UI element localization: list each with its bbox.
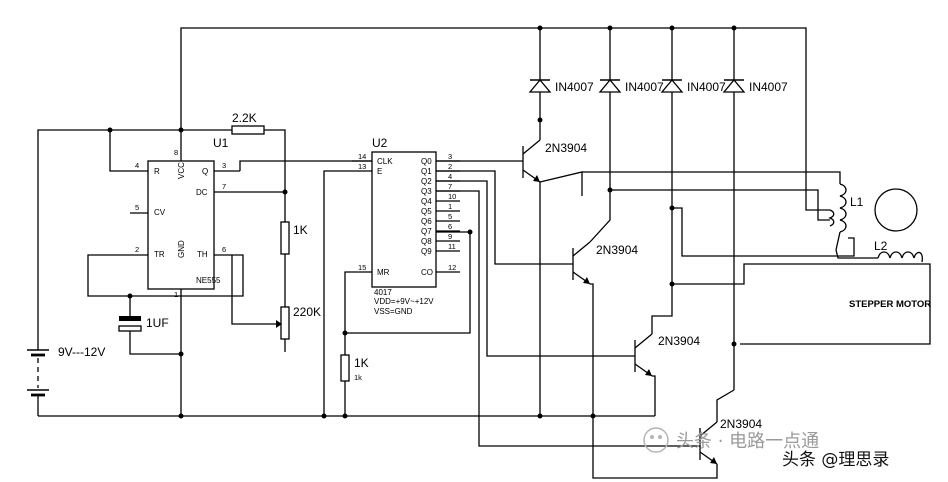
u2-left-pin-num: 13 (358, 162, 366, 171)
u1-num-2: 2 (135, 245, 139, 254)
u1-pin-r: R (154, 167, 160, 176)
u2-supply-vss: VSS=GND (374, 307, 413, 316)
diode-1: IN4007 (528, 28, 594, 120)
transistor-q2-label: 2N3904 (596, 243, 638, 257)
u2-left-pin-num: 15 (358, 263, 366, 272)
u2-left-pin-num: 14 (358, 152, 366, 161)
u2-right-pin-num: 2 (448, 162, 452, 171)
transistor-q3-label: 2N3904 (658, 334, 700, 348)
u1-pin-dc: DC (196, 188, 208, 197)
ne555-chip: U1 NE555 R Q DC CV TR TH VCC GND 4 8 3 7… (130, 136, 240, 416)
u2-right-pin-num: 12 (448, 263, 456, 272)
u2-right-pin-num: 11 (448, 242, 456, 251)
stepper-motor: L1 L2 STEPPER MOTOR (828, 183, 931, 310)
potentiometer-label: 220K (293, 305, 321, 319)
u2-right-pin-name: Q2 (421, 177, 432, 186)
u2-right-pin-num: 9 (448, 232, 452, 241)
reset-wire (107, 127, 181, 172)
reset-resistor: 1K 1k (340, 232, 471, 416)
wechat-logo-icon (643, 427, 669, 453)
u1-pin-th: TH (197, 250, 208, 259)
diode-2: IN4007 (598, 28, 664, 190)
u2-left-pin-name: E (377, 167, 382, 176)
potentiometer-220k: 220K (231, 255, 321, 352)
u2-supply-vdd: VDD=+9V~+12V (374, 297, 434, 306)
u1-ref: U1 (213, 136, 229, 150)
u2-part: 4017 (374, 288, 392, 297)
resistor-2k2-label: 2.2K (232, 111, 257, 125)
cd4017-chip: U2 4017 VDD=+9V~+12V VSS=GND 14CLK13E15M… (352, 136, 460, 316)
u1-pin-vcc: VCC (177, 162, 186, 179)
top-power-rail (178, 25, 830, 211)
watermark-front-text: 头条 @理思录 (782, 450, 889, 470)
diode-4-label: IN4007 (749, 80, 788, 94)
resistor-1k-timing: 1K (280, 221, 308, 307)
battery-label: 9V---12V (58, 345, 105, 359)
u2-right-pin-name: Q4 (421, 197, 432, 206)
coil-l1-label: L1 (850, 195, 864, 209)
u2-right-pin-num: 7 (448, 182, 452, 191)
u2-right-pin-name: Q3 (421, 187, 432, 196)
reset-resistor-sublabel: 1k (354, 373, 362, 382)
stepper-motor-label: STEPPER MOTOR (849, 299, 931, 310)
u2-right-pin-num: 3 (448, 152, 452, 161)
watermark-faded-text: 头条 · 电路一点通 (676, 431, 819, 452)
u1-num-3: 3 (222, 161, 226, 170)
diode-4: IN4007 (722, 28, 788, 390)
q1-drive-wire (436, 170, 573, 265)
transistor-q1: 2N3904 (522, 117, 587, 196)
transistor-q4-label: 2N3904 (720, 417, 762, 431)
resistor-1k-label: 1K (293, 223, 308, 237)
u1-num-8: 8 (174, 148, 178, 157)
transistor-q4: 2N3904 (592, 389, 762, 479)
u1-part: NE555 (196, 276, 221, 285)
u2-right-pin-name: Q8 (421, 237, 432, 246)
u1-pin-gnd: GND (177, 240, 186, 258)
clock-wire (239, 160, 372, 171)
u1-pin-cv: CV (154, 208, 166, 217)
diode-2-label: IN4007 (625, 80, 664, 94)
u1-num-7: 7 (222, 182, 226, 191)
q3-drive-wire (436, 190, 700, 447)
u2-right-pin-name: Q0 (421, 157, 432, 166)
u1-num-6: 6 (222, 245, 226, 254)
u2-right-pin-name: CO (421, 268, 433, 277)
u1-num-1: 1 (174, 290, 178, 299)
transistor-q3: 2N3904 (634, 284, 700, 416)
diode-3: IN4007 (660, 28, 726, 284)
diode-1-label: IN4007 (555, 80, 594, 94)
u2-right-pin-num: 6 (448, 222, 452, 231)
diode-3-label: IN4007 (687, 80, 726, 94)
u2-right-pin-name: Q1 (421, 167, 432, 176)
u2-right-pin-name: Q9 (421, 247, 432, 256)
capacitor-1uf: 1UF (118, 316, 184, 357)
watermark: 头条 · 电路一点通 头条 @理思录 (643, 427, 889, 470)
u2-right-pin-num: 5 (448, 212, 452, 221)
ground-rail (38, 413, 655, 419)
u1-num-4: 4 (135, 161, 139, 170)
coil-l2-label: L2 (874, 239, 888, 253)
transistor-q2: 2N3904 (572, 190, 638, 416)
u1-pin-tr: TR (154, 250, 165, 259)
q2-drive-wire (436, 180, 635, 357)
u2-right-pin-num: 1 (448, 202, 452, 211)
coil-connections (582, 171, 931, 347)
u2-right-pin-num: 4 (448, 172, 452, 181)
trigger-threshold-wire (87, 254, 244, 316)
u2-right-pin-name: Q6 (421, 217, 432, 226)
capacitor-label: 1UF (146, 316, 169, 330)
u1-pin-q: Q (202, 167, 208, 176)
u2-right-pin-name: Q5 (421, 207, 432, 216)
u2-left-pin-name: CLK (377, 157, 393, 166)
u2-ref: U2 (372, 136, 388, 150)
u2-left-pin-name: MR (377, 268, 390, 277)
u2-right-pin-num: 10 (448, 192, 456, 201)
u1-num-5: 5 (135, 203, 139, 212)
transistor-q1-label: 2N3904 (545, 141, 587, 155)
enable-wire (323, 170, 352, 416)
u2-right-pin-name: Q7 (421, 227, 432, 236)
battery: 9V---12V (27, 129, 110, 416)
reset-resistor-label: 1K (354, 356, 369, 370)
